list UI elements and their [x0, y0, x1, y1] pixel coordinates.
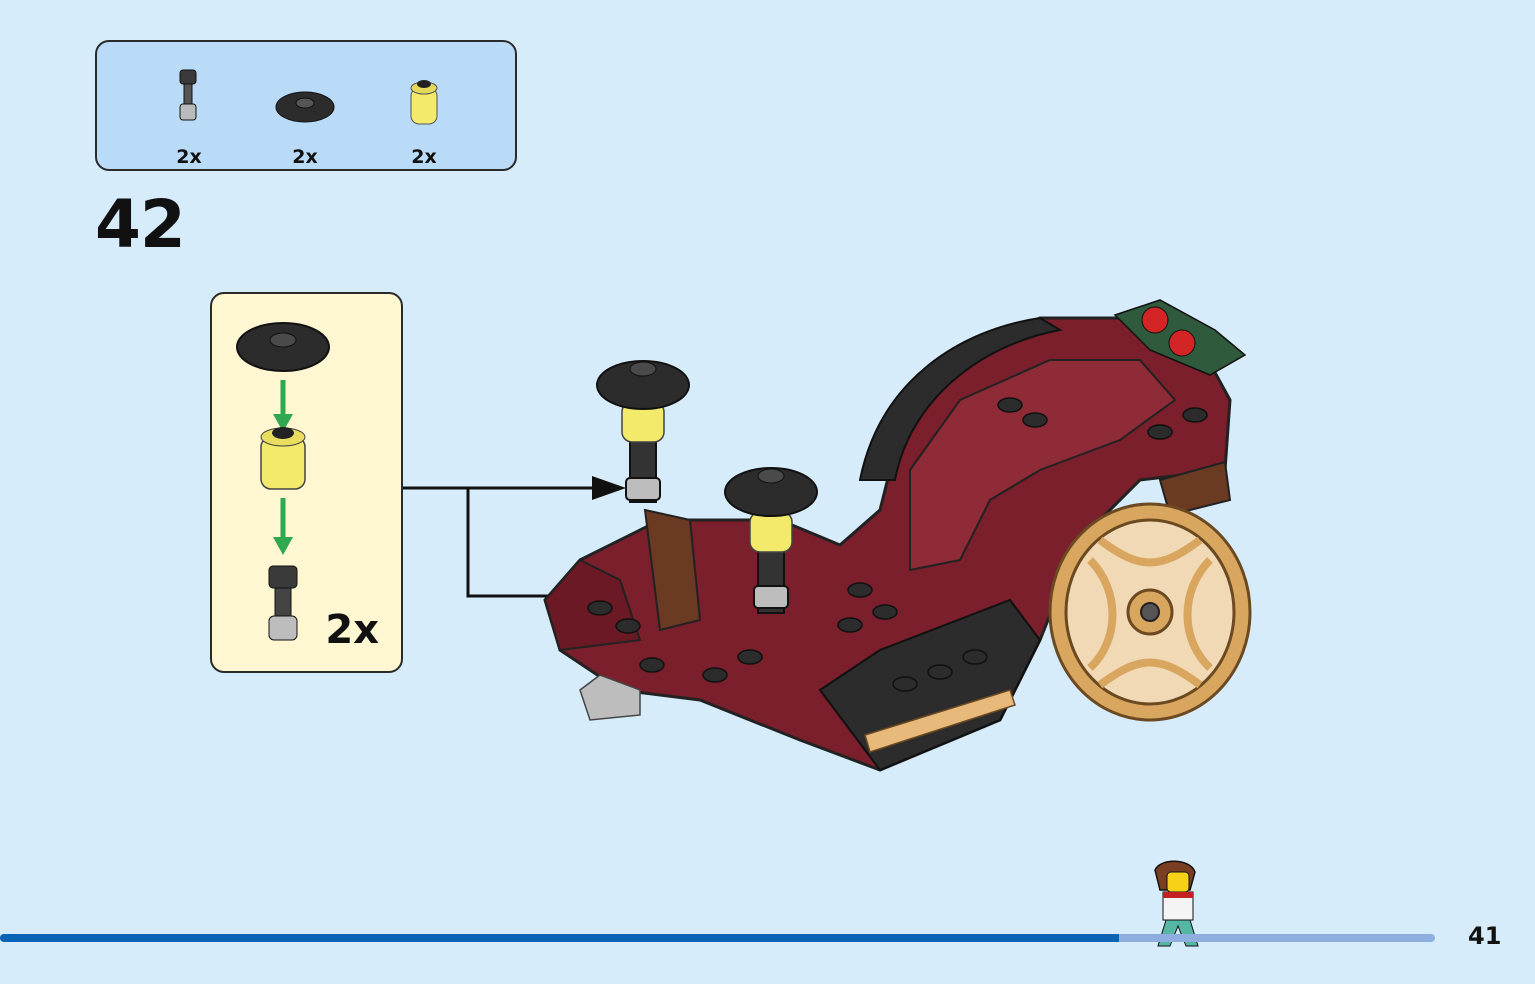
flower-decoration — [1113, 299, 1247, 376]
part-quantity: 2x — [176, 146, 202, 168]
step-number: 42 — [95, 186, 186, 263]
assembly-arrow-head — [273, 537, 293, 555]
dish-stud — [269, 332, 297, 348]
lamp-post — [596, 360, 690, 503]
assembly-arrow-head — [273, 414, 293, 432]
round-dish-icon — [275, 91, 335, 123]
wheel — [1048, 502, 1252, 722]
parts-list-item: 2x — [149, 62, 229, 172]
parts-list-item: 2x — [265, 62, 345, 172]
subassembly-diagram — [236, 322, 330, 641]
carriage-body — [543, 316, 1232, 772]
parts-list-box: 2x 2x 2x — [95, 40, 517, 171]
part-quantity: 2x — [292, 146, 318, 168]
antenna-bar-icon — [179, 69, 197, 121]
page-number: 41 — [1468, 922, 1502, 950]
subassembly-callout: 2x — [210, 292, 403, 673]
studs — [587, 397, 1208, 692]
lamp-post — [724, 467, 818, 614]
trans-yellow-round-brick-icon — [410, 80, 438, 125]
progress-bar — [0, 934, 1435, 942]
parts-list-item: 2x — [384, 62, 464, 172]
part-quantity: 2x — [411, 146, 437, 168]
callout-arrow-head — [592, 476, 626, 500]
subassembly-multiplier: 2x — [325, 607, 379, 653]
progress-bar-fill — [0, 934, 1120, 942]
